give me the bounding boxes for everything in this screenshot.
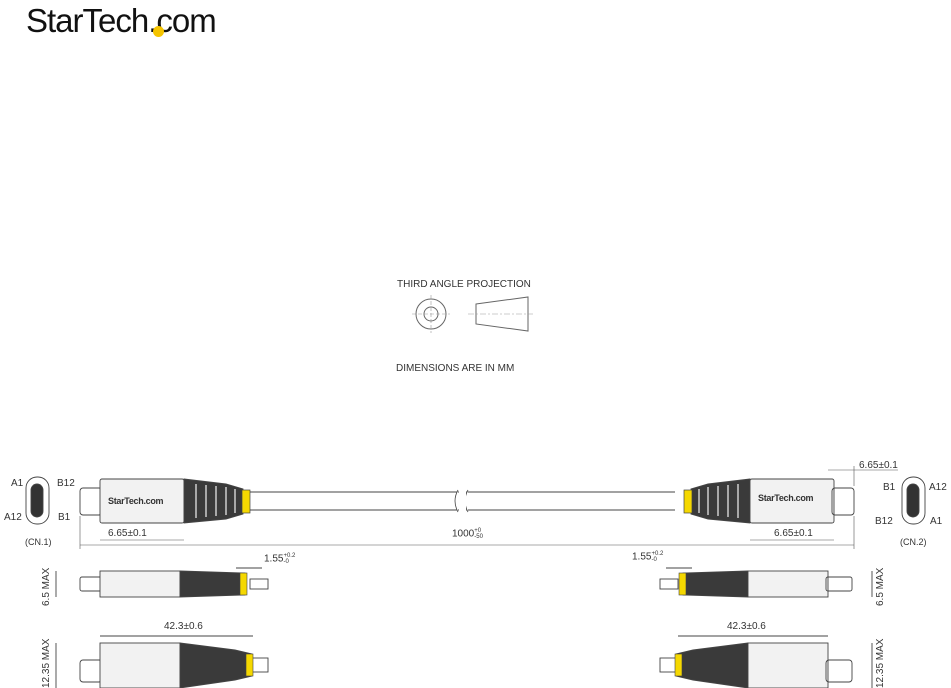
left-bottom-plug: [79, 659, 103, 683]
dim-gap-left: 1.55+0.2-0: [264, 553, 295, 565]
dim-cable-length: 1000+0-50: [452, 528, 483, 540]
dim-cable-length-tol-upper: +0: [474, 528, 482, 534]
cn1-pin-bottom-left: A12: [4, 512, 22, 523]
dim-body-length-right: 42.3±0.6: [727, 621, 766, 632]
cn2-port-slot: [906, 483, 920, 518]
right-bottom-strain-relief: [675, 642, 749, 688]
cable-break-gap: [459, 491, 466, 511]
right-bottom-cable: [659, 657, 677, 673]
dim-body-length-left: 42.3±0.6: [164, 621, 203, 632]
left-strain-relief: [183, 478, 244, 524]
left-yellow-band: [241, 489, 251, 514]
right-bottom-housing: [747, 642, 829, 688]
units-note: DIMENSIONS ARE IN MM: [396, 363, 515, 374]
right-strain-relief: [690, 478, 751, 524]
dim-plug-right-top: 6.65±0.1: [859, 460, 898, 471]
dim-plug-left: 6.65±0.1: [108, 528, 147, 539]
dim-width-left: 12.35 MAX: [41, 638, 52, 688]
left-side-yellow-band: [239, 572, 248, 596]
cable-drawing: [25, 466, 926, 688]
cn1-port-slot: [30, 483, 44, 518]
startech-logo: StarTech.com: [26, 2, 217, 40]
right-bottom-plug: [825, 659, 853, 683]
dim-gap-left-tol-lower: -0: [283, 559, 289, 565]
right-bottom-yellow-band: [674, 653, 683, 677]
projection-frustum: [475, 296, 529, 332]
left-bottom-strain-relief: [179, 642, 253, 688]
right-plug-metal: [831, 487, 855, 516]
dim-width-right: 12.35 MAX: [875, 638, 886, 688]
left-bottom-yellow-band: [245, 653, 254, 677]
cn1-port-face: [25, 476, 50, 525]
dim-cable-length-tol-lower: -50: [474, 534, 483, 540]
cn2-pin-top-left: B1: [883, 482, 896, 493]
cn2-pin-top-right: A12: [929, 482, 947, 493]
right-housing: [749, 478, 835, 524]
left-side-strain-relief: [179, 570, 246, 598]
dim-thickness-right: 6.5 MAX: [875, 567, 886, 606]
cn2-pin-bottom-right: A1: [930, 516, 943, 527]
right-side-housing: [747, 570, 829, 598]
right-side-strain-relief: [682, 570, 749, 598]
cn2-caption: (CN.2): [900, 537, 927, 547]
dim-cable-length-value: 1000: [452, 528, 475, 540]
cn1-pin-top-right: B12: [57, 478, 75, 489]
right-side-plug: [825, 576, 853, 592]
logo-accent-dot: [153, 26, 164, 37]
projection-title: THIRD ANGLE PROJECTION: [397, 279, 531, 290]
cn1-pin-bottom-right: B1: [58, 512, 71, 523]
dim-gap-right-value: 1.55: [632, 551, 652, 563]
left-housing-brand: StarTech.com: [108, 496, 164, 506]
dim-gap-left-value: 1.55: [264, 553, 284, 565]
cn1-pin-top-left: A1: [11, 478, 24, 489]
left-side-housing: [99, 570, 181, 598]
left-bottom-cable: [251, 657, 269, 673]
left-side-plug: [79, 576, 103, 592]
cable-break-left: [454, 489, 459, 513]
left-side-cable: [249, 578, 269, 590]
dim-thickness-left: 6.5 MAX: [41, 567, 52, 606]
dim-plug-right-bottom: 6.65±0.1: [774, 528, 813, 539]
right-side-yellow-band: [678, 572, 687, 596]
dim-gap-right: 1.55+0.2-0: [632, 551, 663, 563]
right-housing-brand: StarTech.com: [758, 493, 814, 503]
dim-gap-left-tol-upper: +0.2: [283, 553, 296, 559]
left-plug-metal: [79, 487, 103, 516]
dim-gap-right-tol-lower: -0: [651, 557, 657, 563]
right-yellow-band: [683, 489, 693, 514]
third-angle-projection-symbol: [412, 295, 533, 333]
cn2-pin-bottom-left: B12: [875, 516, 893, 527]
logo-text: StarTech.com: [26, 2, 217, 39]
cn1-caption: (CN.1): [25, 537, 52, 547]
right-side-cable: [659, 578, 679, 590]
left-bottom-housing: [99, 642, 181, 688]
cn2-port-face: [901, 476, 926, 525]
dim-gap-right-tol-upper: +0.2: [651, 551, 664, 557]
